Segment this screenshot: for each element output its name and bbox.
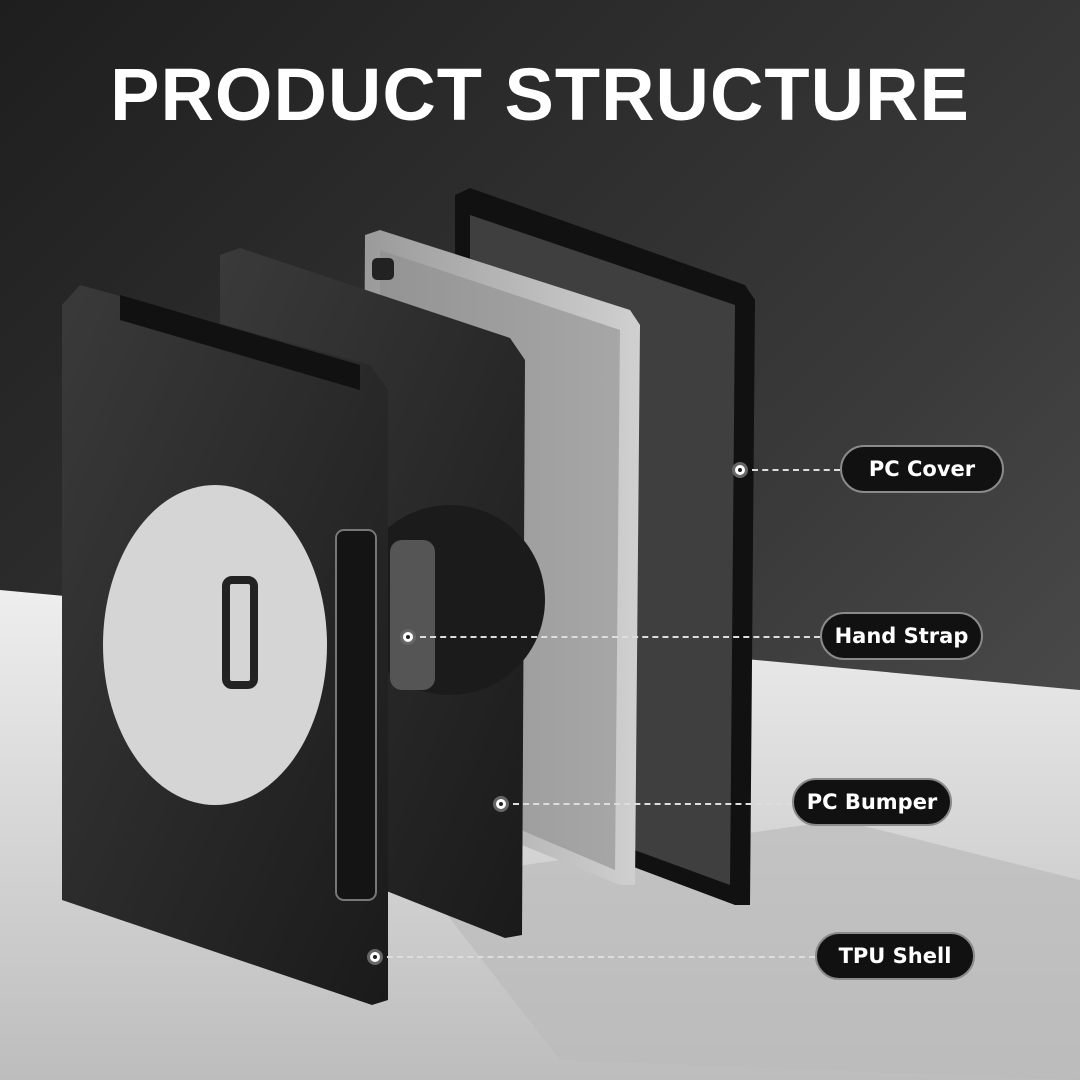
pc-bumper-leader-line bbox=[513, 803, 792, 805]
hand-strap-label: Hand Strap bbox=[820, 612, 983, 660]
tpu-shell-leader-line bbox=[387, 956, 815, 958]
front-cover-layer bbox=[62, 285, 388, 1005]
pc-cover-label: PC Cover bbox=[840, 445, 1004, 493]
pc-bumper-label: PC Bumper bbox=[792, 778, 952, 826]
pc-cover-marker-icon bbox=[732, 462, 748, 478]
floor-shadow bbox=[420, 820, 1080, 1080]
hand-strap-marker-icon bbox=[400, 629, 416, 645]
page-title: PRODUCT STRUCTURE bbox=[110, 53, 970, 136]
pc-bumper-marker-icon bbox=[493, 796, 509, 812]
tpu-shell-label: TPU Shell bbox=[815, 932, 975, 980]
hand-strap-leader-line bbox=[420, 636, 820, 638]
pc-cover-leader-line bbox=[752, 469, 840, 471]
tpu-shell-marker-icon bbox=[367, 949, 383, 965]
